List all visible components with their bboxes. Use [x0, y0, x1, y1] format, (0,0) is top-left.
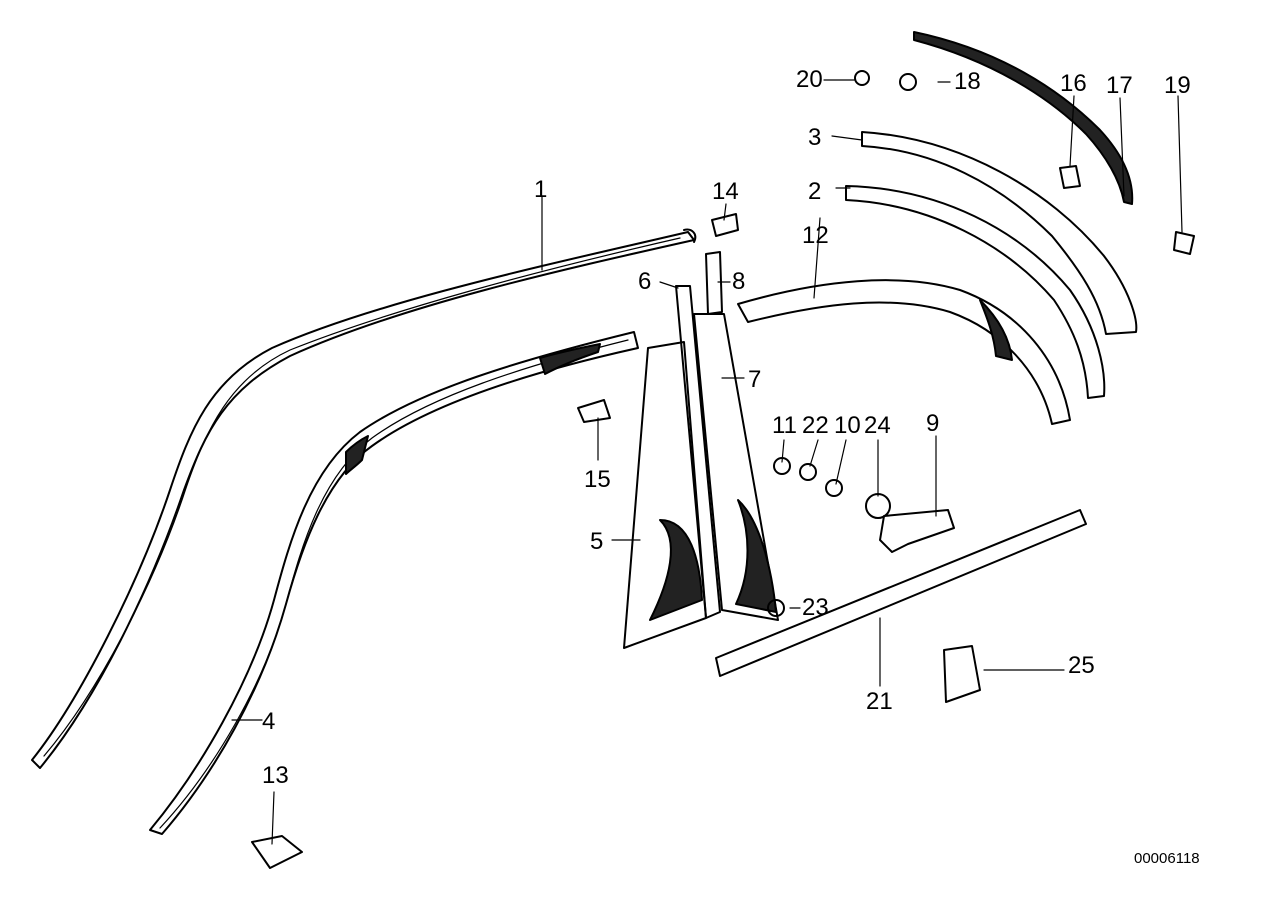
part-1-inner-line: [43, 237, 681, 757]
callout-18: 18: [954, 68, 981, 95]
part-4-shading-2: [345, 435, 369, 475]
callout-13: 13: [262, 762, 289, 789]
callout-3: 3: [808, 124, 822, 151]
part-12-arch-trim: [737, 279, 1071, 425]
callout-5: 5: [590, 528, 604, 555]
part-17-seal: [913, 31, 1134, 205]
part-25-end-cap: [943, 645, 981, 703]
callout-22: 22: [802, 412, 829, 439]
callout-7: 7: [748, 366, 762, 393]
callout-20: 20: [796, 66, 823, 93]
part-8-strip: [705, 251, 723, 315]
leader-lines: [231, 79, 1183, 845]
part-4-inner-line: [159, 339, 629, 829]
part-1-roof-trim: [31, 231, 695, 769]
callout-25: 25: [1068, 652, 1095, 679]
callout-14: 14: [712, 178, 739, 205]
callout-19: 19: [1164, 72, 1191, 99]
callout-11: 11: [772, 412, 797, 439]
part-22-washer: [799, 463, 817, 481]
part-4-shading: [539, 343, 601, 375]
part-10-washer: [825, 479, 843, 497]
callout-6: 6: [638, 268, 652, 295]
part-13-clip: [251, 835, 303, 869]
part-16-clip: [1059, 165, 1081, 189]
callout-2: 2: [808, 178, 822, 205]
callout-23: 23: [802, 594, 829, 621]
part-18-screw: [899, 73, 917, 91]
callout-4: 4: [262, 708, 276, 735]
callout-16: 16: [1060, 70, 1087, 97]
part-3-outer-molding: [861, 131, 1138, 335]
part-20-grommet: [854, 70, 870, 86]
part-12-shading: [979, 299, 1013, 361]
callout-10: 10: [834, 412, 861, 439]
part-4-pillar-trim: [149, 331, 639, 835]
callout-1: 1: [534, 176, 548, 203]
part-19-screw: [1173, 231, 1195, 255]
part-14-clip: [711, 213, 739, 237]
part-9-bracket: [879, 509, 955, 553]
callout-24: 24: [864, 412, 891, 439]
document-code: 00006118: [1134, 850, 1200, 867]
callout-9: 9: [926, 410, 940, 437]
part-6-strip: [675, 285, 721, 619]
part-21-sill: [715, 509, 1087, 677]
part-23-cap: [767, 599, 785, 617]
part-24-washer: [865, 493, 891, 519]
callout-8: 8: [732, 268, 746, 295]
part-2-arch-molding: [845, 185, 1106, 399]
callout-21: 21: [866, 688, 893, 715]
callout-15: 15: [584, 466, 611, 493]
part-5-shade: [649, 519, 703, 621]
callout-17: 17: [1106, 72, 1133, 99]
part-1-end-cap: [683, 228, 697, 243]
part-7-shade: [735, 499, 777, 613]
part-15-clip: [577, 399, 611, 423]
callout-12: 12: [802, 222, 829, 249]
